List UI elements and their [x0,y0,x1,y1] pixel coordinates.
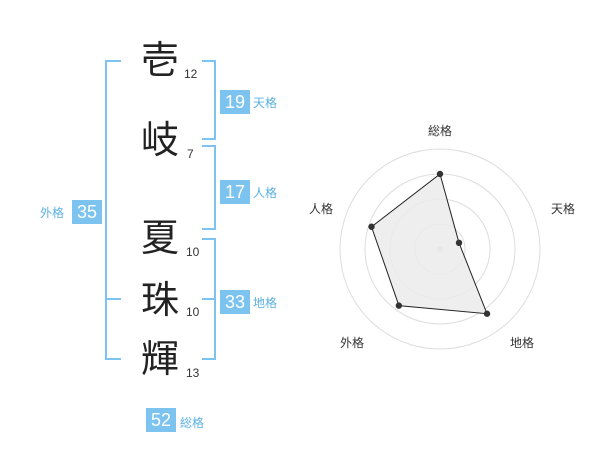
radar-axis-label-jinkaku: 人格 [309,202,334,216]
chikaku-badge: 33 [220,290,250,314]
jinkaku-bracket-bottom [202,228,216,230]
tenkaku-bracket-top [202,60,216,62]
jinkaku-bracket-top [202,145,216,147]
name-char-3: 夏 [141,216,180,260]
chikaku-bracket-top [202,238,216,240]
radar-ring-4 [339,148,541,350]
gaikaku-label: 外格 [40,206,65,220]
name-char-4: 珠 [141,278,180,322]
soukaku-label: 総格 [180,416,205,430]
soukaku-badge: 52 [146,408,176,432]
name-char-2: 岐 [141,118,180,162]
stroke-count-4: 10 [186,305,200,319]
radar-point-1 [436,170,444,178]
tenkaku-badge: 19 [220,90,250,114]
chikaku-bracket-mid [202,298,216,300]
radar-axis-label-chikaku: 地格 [510,336,535,350]
gaikaku-badge: 35 [72,200,102,224]
gaikaku-bracket-mid [105,298,121,300]
radar-polygon [370,173,488,315]
name-char-1: 壱 [141,38,180,82]
gaikaku-bracket-bottom [105,358,121,360]
jinkaku-label: 人格 [253,186,278,200]
tenkaku-bracket-vertical [214,60,216,140]
radar-axis-label-tenkaku: 天格 [551,202,576,216]
gaikaku-bracket-vertical [105,60,107,360]
radar-point-4 [395,302,403,309]
radar-point-2 [455,239,463,247]
chikaku-label: 地格 [253,296,278,310]
radar-point-3 [483,310,491,317]
chikaku-bracket-bottom [202,358,216,360]
radar-point-5 [368,223,375,230]
tenkaku-label: 天格 [253,96,278,110]
jinkaku-badge: 17 [220,180,250,204]
name-char-5: 輝 [141,337,180,381]
tenkaku-bracket-bottom [202,138,216,140]
stroke-count-3: 10 [186,245,200,259]
radar-axis-label-gaikaku: 外格 [340,336,365,350]
radar-axis-label-soukaku: 総格 [428,124,453,138]
stroke-count-5: 13 [186,366,200,380]
stroke-count-2: 7 [187,147,194,161]
gaikaku-bracket-top [105,60,121,62]
stroke-count-1: 12 [184,67,198,81]
jinkaku-bracket-vertical [214,145,216,230]
